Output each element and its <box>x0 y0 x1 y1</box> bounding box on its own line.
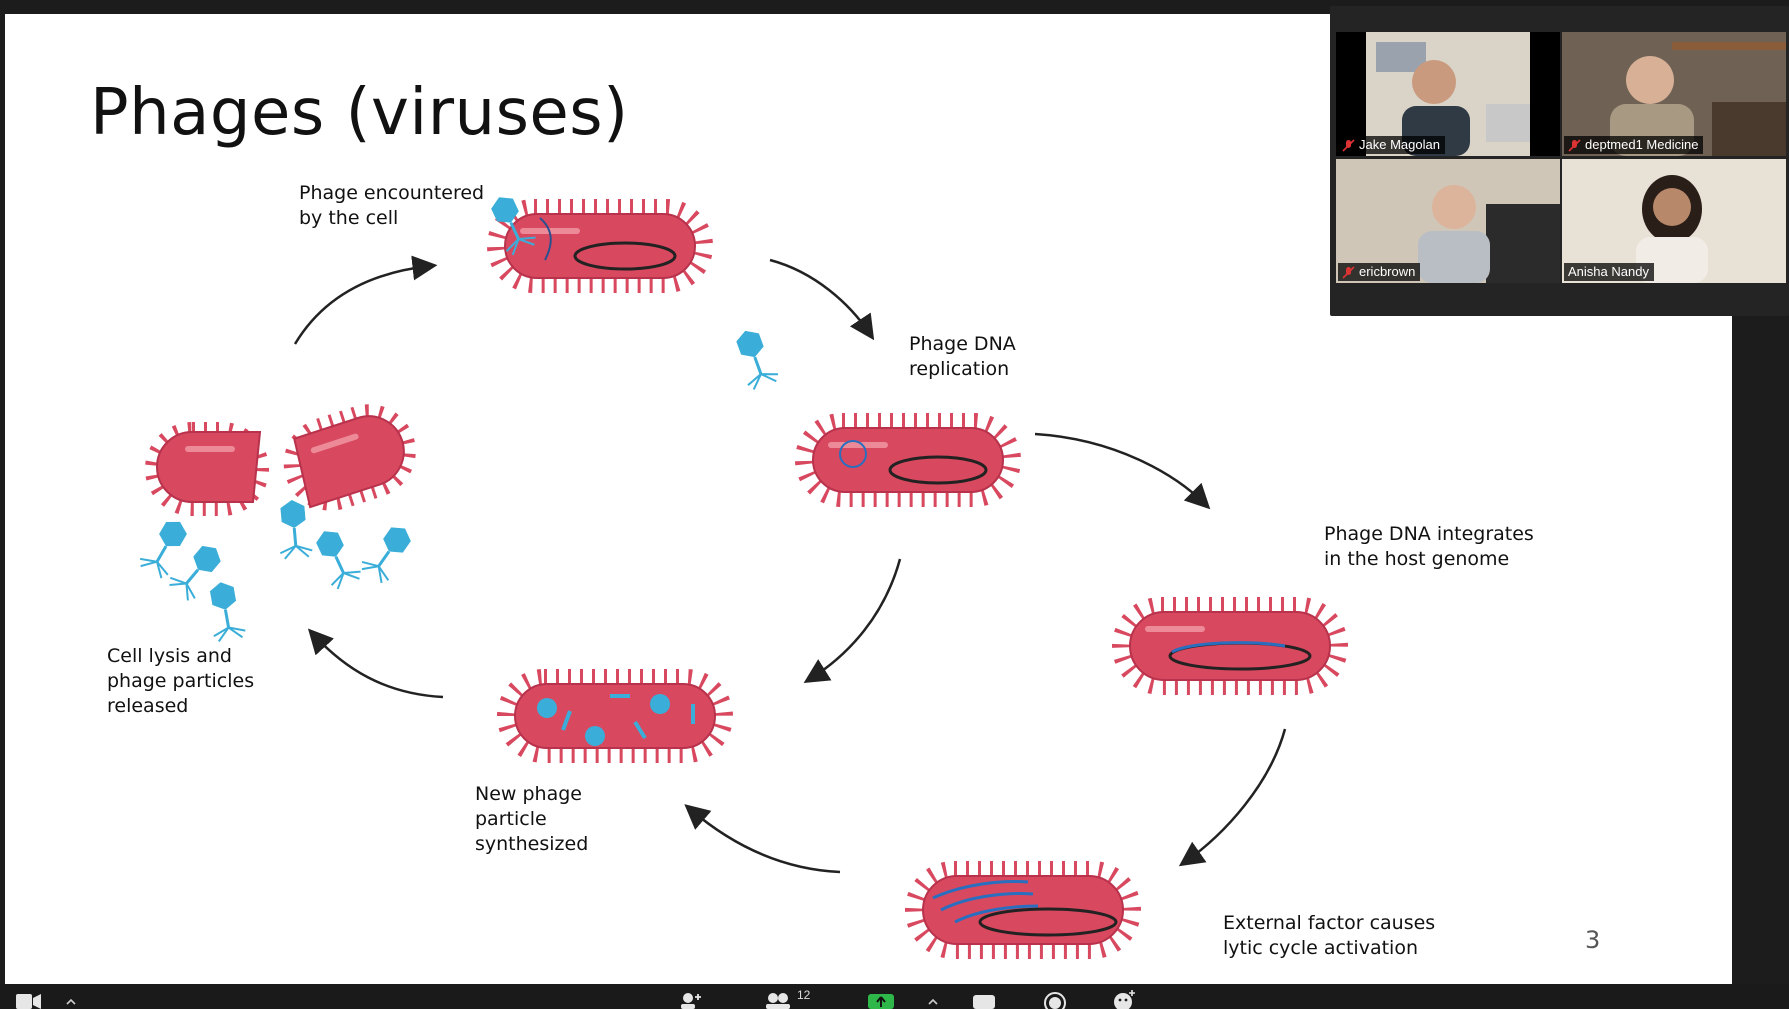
label-encountered: Phage encountered by the cell <box>299 182 485 229</box>
participant-name-tag: deptmed1 Medicine <box>1564 136 1704 154</box>
label-lysis: Cell lysis and phage particles released <box>107 645 255 717</box>
video-feed <box>1562 159 1786 283</box>
label-integrates: Phage DNA integrates in the host genome <box>1324 523 1534 570</box>
video-feed <box>1336 159 1560 283</box>
participant-name-tag: ericbrown <box>1338 263 1421 281</box>
phage-floating <box>728 323 782 393</box>
participants-count: 12 <box>797 988 811 1002</box>
bacterium-encountered <box>487 199 713 293</box>
arrow-replication-to-integrates <box>1034 432 1211 510</box>
bacterium-lysed <box>145 404 416 516</box>
share-screen-icon[interactable] <box>866 984 896 1009</box>
record-icon[interactable] <box>1040 984 1070 1009</box>
participant-tile-ericbrown[interactable]: ericbrown <box>1336 159 1560 283</box>
video-feed <box>1366 32 1530 156</box>
muted-mic-icon <box>1342 265 1355 279</box>
arrow-replication-to-synthesized <box>803 558 902 683</box>
label-replication: Phage DNA replication <box>909 333 1016 380</box>
participant-tile-anisha[interactable]: Anisha Nandy <box>1562 159 1786 283</box>
chevron-up-icon[interactable] <box>926 984 940 1009</box>
bacterium-replication <box>795 413 1021 507</box>
participant-gallery: Jake Magolan deptmed1 Medicine <box>1330 6 1789 316</box>
participant-tile-deptmed1[interactable]: deptmed1 Medicine <box>1562 32 1786 156</box>
chevron-up-icon[interactable] <box>64 984 78 1009</box>
participant-tile-jake[interactable]: Jake Magolan <box>1336 32 1560 156</box>
meeting-toolbar: 12 <box>0 984 1789 1009</box>
participant-name-tag: Jake Magolan <box>1338 136 1445 154</box>
bacterium-external <box>905 861 1141 959</box>
slide-page-number: 3 <box>1585 926 1601 954</box>
reactions-icon[interactable] <box>1110 984 1140 1009</box>
video-camera-icon[interactable] <box>14 984 44 1009</box>
muted-mic-icon <box>1568 138 1581 152</box>
bacterium-synthesized <box>497 669 733 763</box>
invite-participant-icon[interactable] <box>676 984 706 1009</box>
slide-title: Phages (viruses) <box>90 76 629 150</box>
arrow-integrates-to-external <box>1178 728 1287 867</box>
phage-lifecycle-diagram <box>135 189 1348 959</box>
arrow-encounter-to-replication <box>769 258 875 341</box>
muted-mic-icon <box>1342 138 1355 152</box>
arrow-external-to-synthesized <box>684 804 841 874</box>
chat-icon[interactable] <box>970 984 1000 1009</box>
bacterium-integrates <box>1112 597 1348 695</box>
label-synthesized: New phage particle synthesized <box>475 783 589 855</box>
arrow-synthesized-to-lysis <box>307 628 444 699</box>
participant-name-tag: Anisha Nandy <box>1564 263 1654 281</box>
label-external: External factor causes lytic cycle activ… <box>1223 912 1436 959</box>
participants-icon[interactable] <box>763 984 793 1009</box>
arrow-lysis-to-encounter <box>293 255 438 345</box>
